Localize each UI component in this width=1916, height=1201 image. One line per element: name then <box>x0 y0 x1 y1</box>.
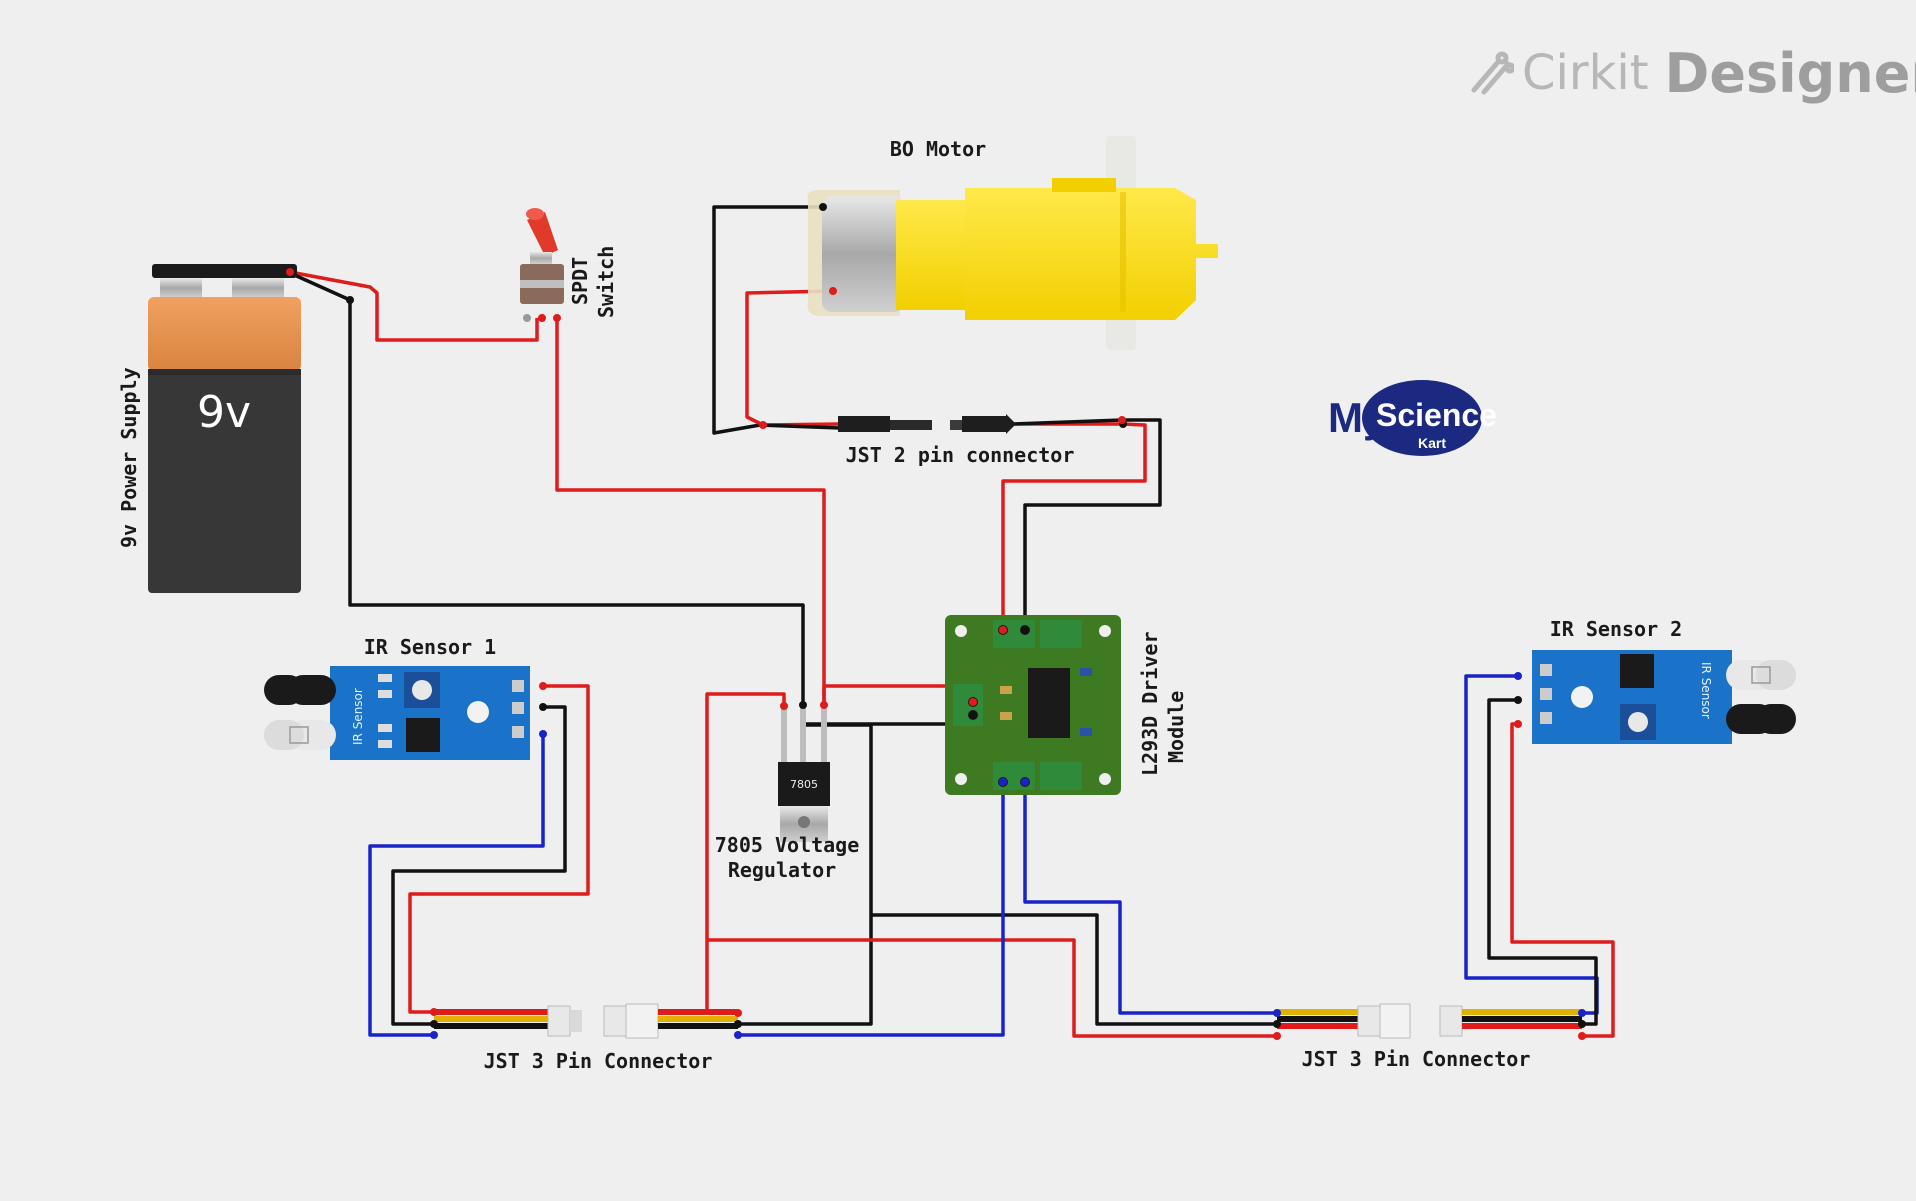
jst2-label: JST 2 pin connector <box>846 443 1075 467</box>
myscience-kart-logo: My Science Kart <box>1328 380 1497 456</box>
jst-2pin-connector[interactable] <box>759 414 1127 434</box>
jst-3pin-connector-right[interactable] <box>1273 1003 1586 1040</box>
wire-battery-to-switch <box>289 270 539 342</box>
battery-face-text: 9v <box>197 387 251 438</box>
motor-label: BO Motor <box>890 137 986 161</box>
wire-motor-black <box>712 205 823 435</box>
brand-name-bold: Designer <box>1664 41 1916 105</box>
cirkit-icon <box>1471 51 1514 95</box>
wire-jst2-left-out-black <box>759 423 841 430</box>
battery-9v[interactable]: 9v <box>148 264 354 593</box>
spdt-switch[interactable] <box>520 208 564 322</box>
wire-battery-gnd <box>289 271 805 705</box>
ir-sensor-2[interactable]: IR Sensor <box>1514 650 1796 744</box>
wire-blue-left-to-driver <box>738 782 1005 1037</box>
wire-ir1-gnd <box>391 705 567 1026</box>
driver-label-line1: L293D Driver <box>1138 632 1162 777</box>
bo-motor[interactable] <box>807 136 1219 350</box>
wire-motor-red <box>745 289 834 427</box>
switch-label-line1: SPDT <box>568 257 592 305</box>
cirkit-designer-logo: Cirkit Designer <box>1468 38 1916 108</box>
battery-label: 9v Power Supply <box>117 367 141 548</box>
logo-my: My <box>1328 394 1387 441</box>
logo-kart: Kart <box>1418 435 1446 451</box>
wire-ir2-vcc <box>1510 722 1615 1038</box>
ir1-label: IR Sensor 1 <box>364 635 496 659</box>
wire-blue-driver-to-right <box>1023 782 1277 1015</box>
ir2-label: IR Sensor 2 <box>1550 617 1682 641</box>
jst3-right-label: JST 3 Pin Connector <box>1302 1047 1531 1071</box>
voltage-regulator-7805[interactable]: 7805 <box>778 701 830 842</box>
wire-switch-to-regulator <box>555 318 826 705</box>
wires <box>289 205 1615 1038</box>
jst-3pin-connector-left[interactable] <box>430 1003 742 1039</box>
wire-black-long-right <box>871 913 1277 1026</box>
wire-jst2-red-to-driver <box>1001 422 1147 630</box>
ir2-board-text: IR Sensor <box>1699 662 1713 719</box>
wire-jst2-black-to-driver <box>1011 418 1162 630</box>
regulator-label-line1: 7805 Voltage <box>715 833 860 857</box>
switch-label-line2: Switch <box>594 246 618 318</box>
l293d-driver-module[interactable] <box>945 615 1121 795</box>
wire-ir2-gnd <box>1487 698 1598 1026</box>
wire-ir1-vcc <box>408 684 590 1014</box>
jst3-left-label: JST 3 Pin Connector <box>484 1049 713 1073</box>
ir1-board-text: IR Sensor <box>351 688 365 745</box>
regulator-chip-text: 7805 <box>790 778 818 791</box>
brand-name-light: Cirkit <box>1522 45 1649 101</box>
wire-red-long-right <box>707 938 1277 1038</box>
wire-ir1-out <box>368 734 545 1037</box>
regulator-label-line2: Regulator <box>728 858 836 882</box>
driver-label-line2: Module <box>1164 691 1188 763</box>
ir-sensor-1[interactable]: IR Sensor <box>264 666 547 760</box>
logo-science: Science <box>1376 397 1497 433</box>
